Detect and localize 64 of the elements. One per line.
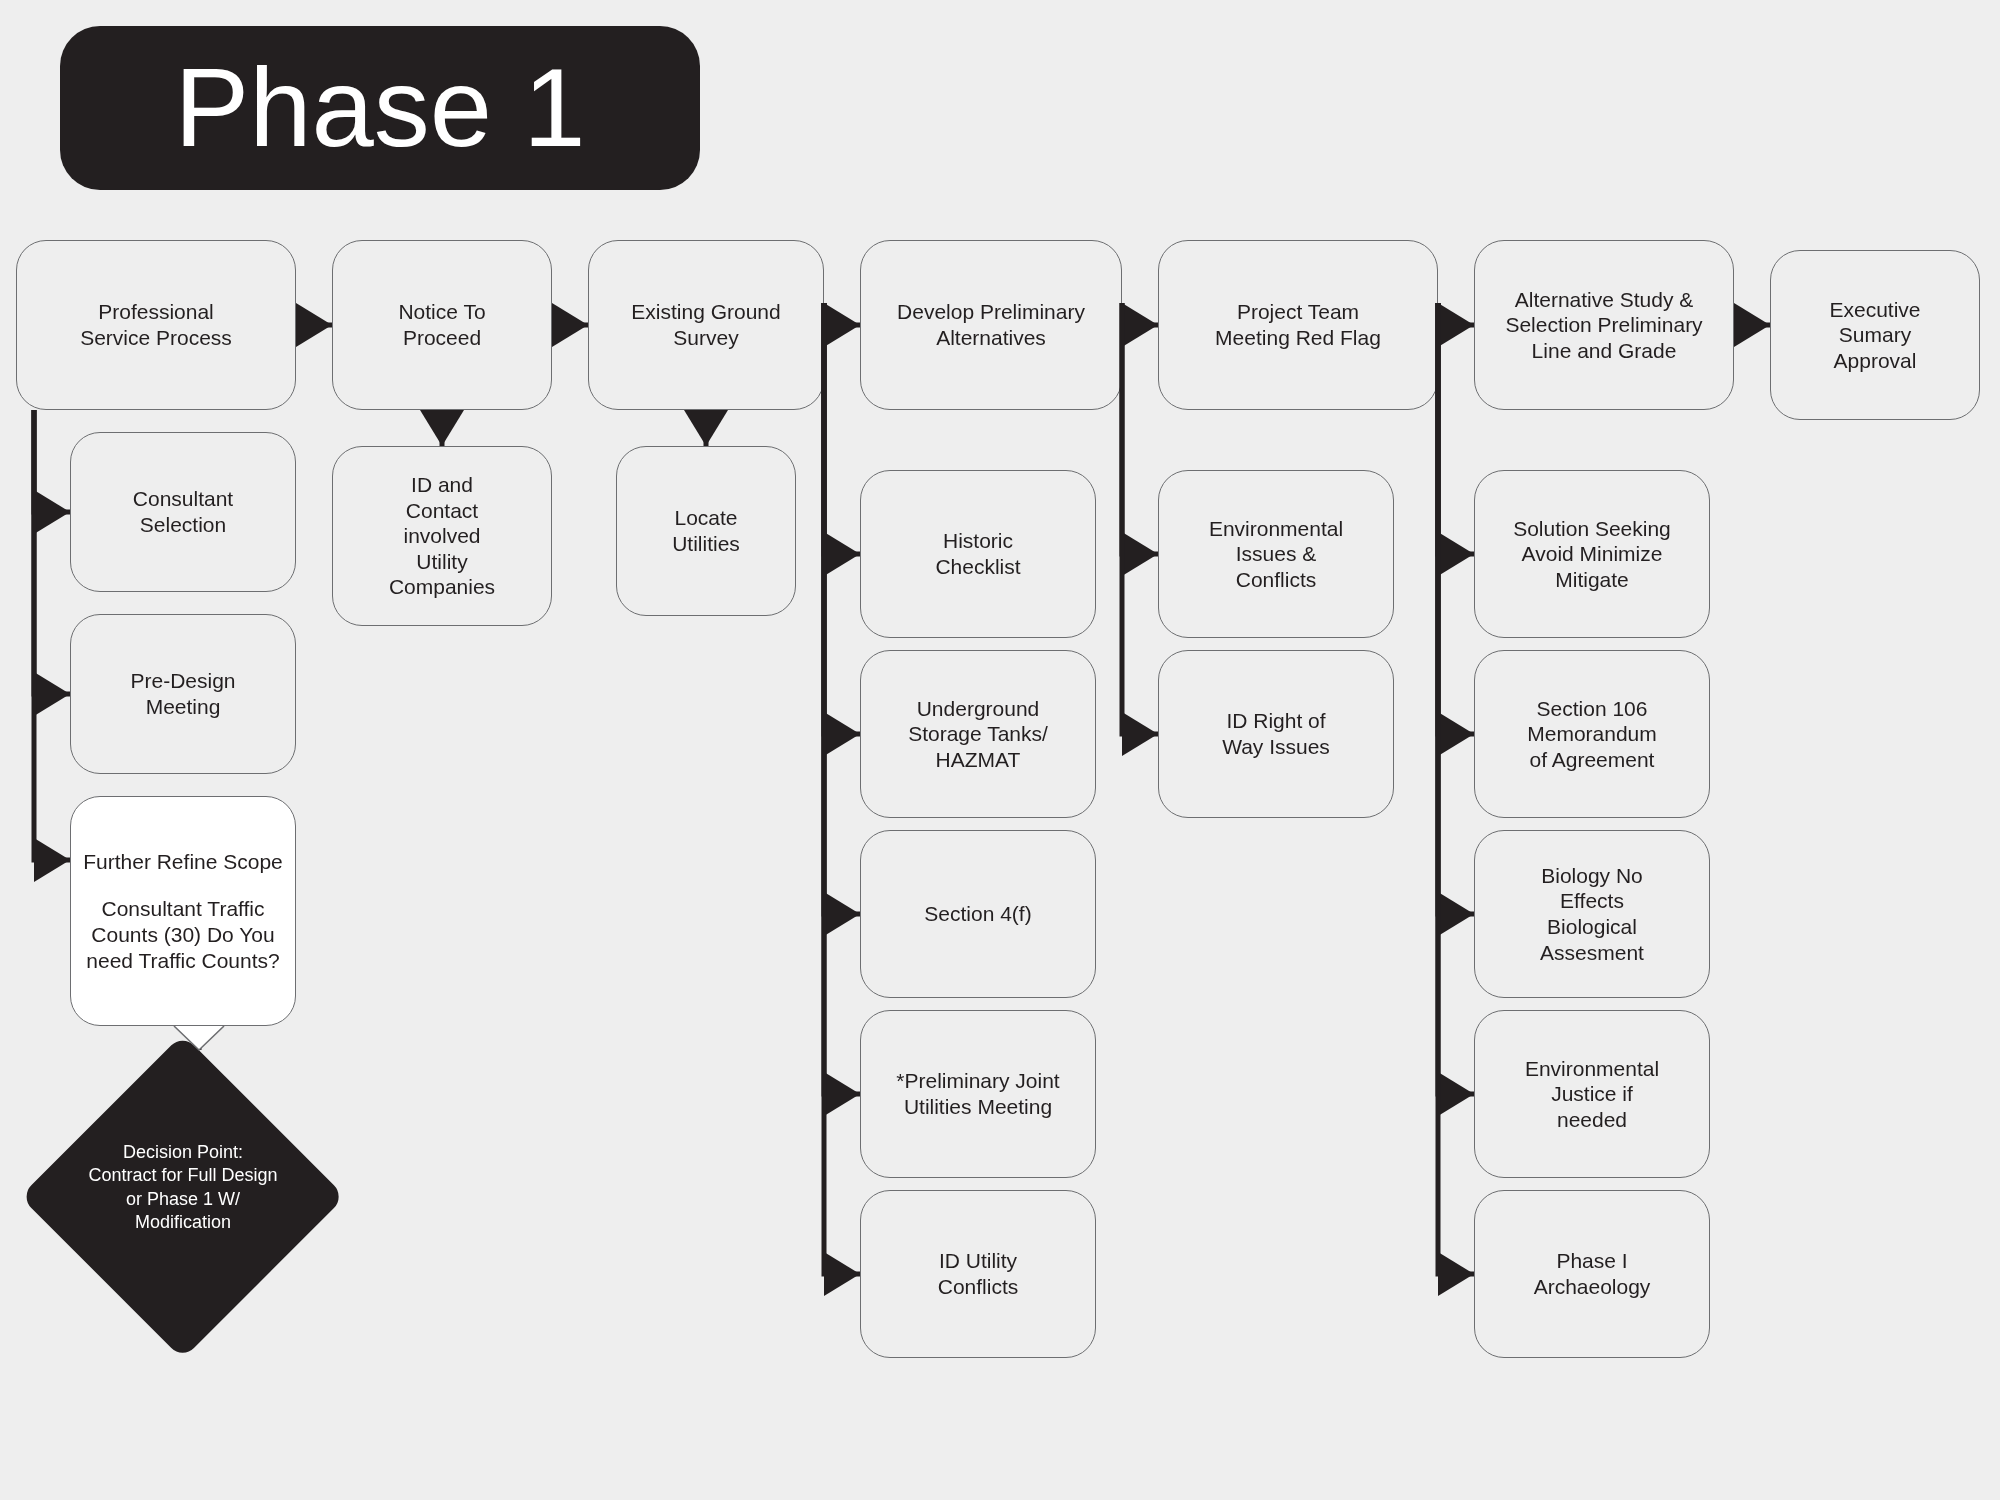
step-text: *Preliminary Joint Utilities Meeting xyxy=(895,1068,1061,1120)
step-text: Professional Service Process xyxy=(79,299,233,351)
step-text: Alternative Study & Selection Preliminary Line and Grade xyxy=(1504,286,1704,364)
flag-arrow xyxy=(1119,303,1158,756)
step-text: Executive Sumary Approval xyxy=(1828,296,1922,374)
step-text: Environmental Justice if needed xyxy=(1523,1055,1661,1133)
note-text: Consultant Traffic Counts (30) Do You need Traffic Counts? xyxy=(85,896,281,974)
step-box xyxy=(1474,470,1710,638)
step-box xyxy=(1474,830,1710,998)
arrow xyxy=(1438,303,1474,347)
step-box xyxy=(1770,250,1980,420)
step-box xyxy=(588,240,824,410)
step-text: Existing Ground Survey xyxy=(630,299,782,351)
step-text: Solution Seeking Avoid Minimize Mitigate xyxy=(1512,515,1672,593)
step-box xyxy=(1158,240,1438,410)
step-text: Pre-Design Meeting xyxy=(129,668,237,720)
step-text: ID Right of Way Issues xyxy=(1221,708,1331,760)
flag-arrow xyxy=(31,410,70,882)
step-box xyxy=(332,446,552,626)
step-text: Underground Storage Tanks/ HAZMAT xyxy=(907,695,1049,773)
arrow xyxy=(552,303,588,347)
flag-arrow xyxy=(821,303,860,1296)
step-box xyxy=(860,240,1122,410)
step-box xyxy=(1158,650,1394,818)
step-text: Biology No Effects Biological Assesment xyxy=(1539,862,1645,966)
step-box xyxy=(860,470,1096,638)
step-box xyxy=(1474,240,1734,410)
step-box xyxy=(616,446,796,616)
step-text: Environmental Issues & Conflicts xyxy=(1207,515,1345,593)
title-text: Phase 1 xyxy=(174,52,586,164)
step-box xyxy=(16,240,296,410)
step-text: Section 106 Memorandum of Agreement xyxy=(1526,695,1658,773)
step-text: ID Utility Conflicts xyxy=(936,1248,1020,1300)
step-box xyxy=(70,432,296,592)
step-text: Further Refine Scope xyxy=(83,848,283,875)
step-box xyxy=(860,830,1096,998)
step-text: Consultant Selection xyxy=(131,486,235,538)
arrow xyxy=(684,410,728,446)
step-text: ID and Contact involved Utility Companies xyxy=(387,471,497,600)
step-text: Project Team Meeting Red Flag xyxy=(1214,299,1382,351)
callout-bubble xyxy=(70,796,296,1026)
step-box xyxy=(860,650,1096,818)
step-text: Develop Preliminary Alternatives xyxy=(896,299,1086,351)
step-box xyxy=(860,1010,1096,1178)
step-text: Section 4(f) xyxy=(924,901,1032,927)
arrow xyxy=(1734,303,1770,347)
step-text: Historic Checklist xyxy=(934,528,1022,580)
step-box xyxy=(1474,650,1710,818)
step-box xyxy=(1474,1010,1710,1178)
arrow xyxy=(824,303,860,347)
arrow xyxy=(1122,303,1158,347)
step-text: Phase I Archaeology xyxy=(1532,1248,1652,1300)
step-box xyxy=(70,614,296,774)
flag-arrow xyxy=(1435,303,1474,1296)
step-box xyxy=(332,240,552,410)
step-box xyxy=(1474,1190,1710,1358)
bubble-tail xyxy=(173,1025,225,1051)
step-box xyxy=(1158,470,1394,638)
arrow xyxy=(296,303,332,347)
step-text: Notice To Proceed xyxy=(397,299,487,351)
step-text: Locate Utilities xyxy=(671,505,741,557)
arrow xyxy=(420,410,464,446)
decision-text: Decision Point: Contract for Full Design or Phase 1 W/ Modification xyxy=(87,1141,279,1235)
step-box xyxy=(860,1190,1096,1358)
